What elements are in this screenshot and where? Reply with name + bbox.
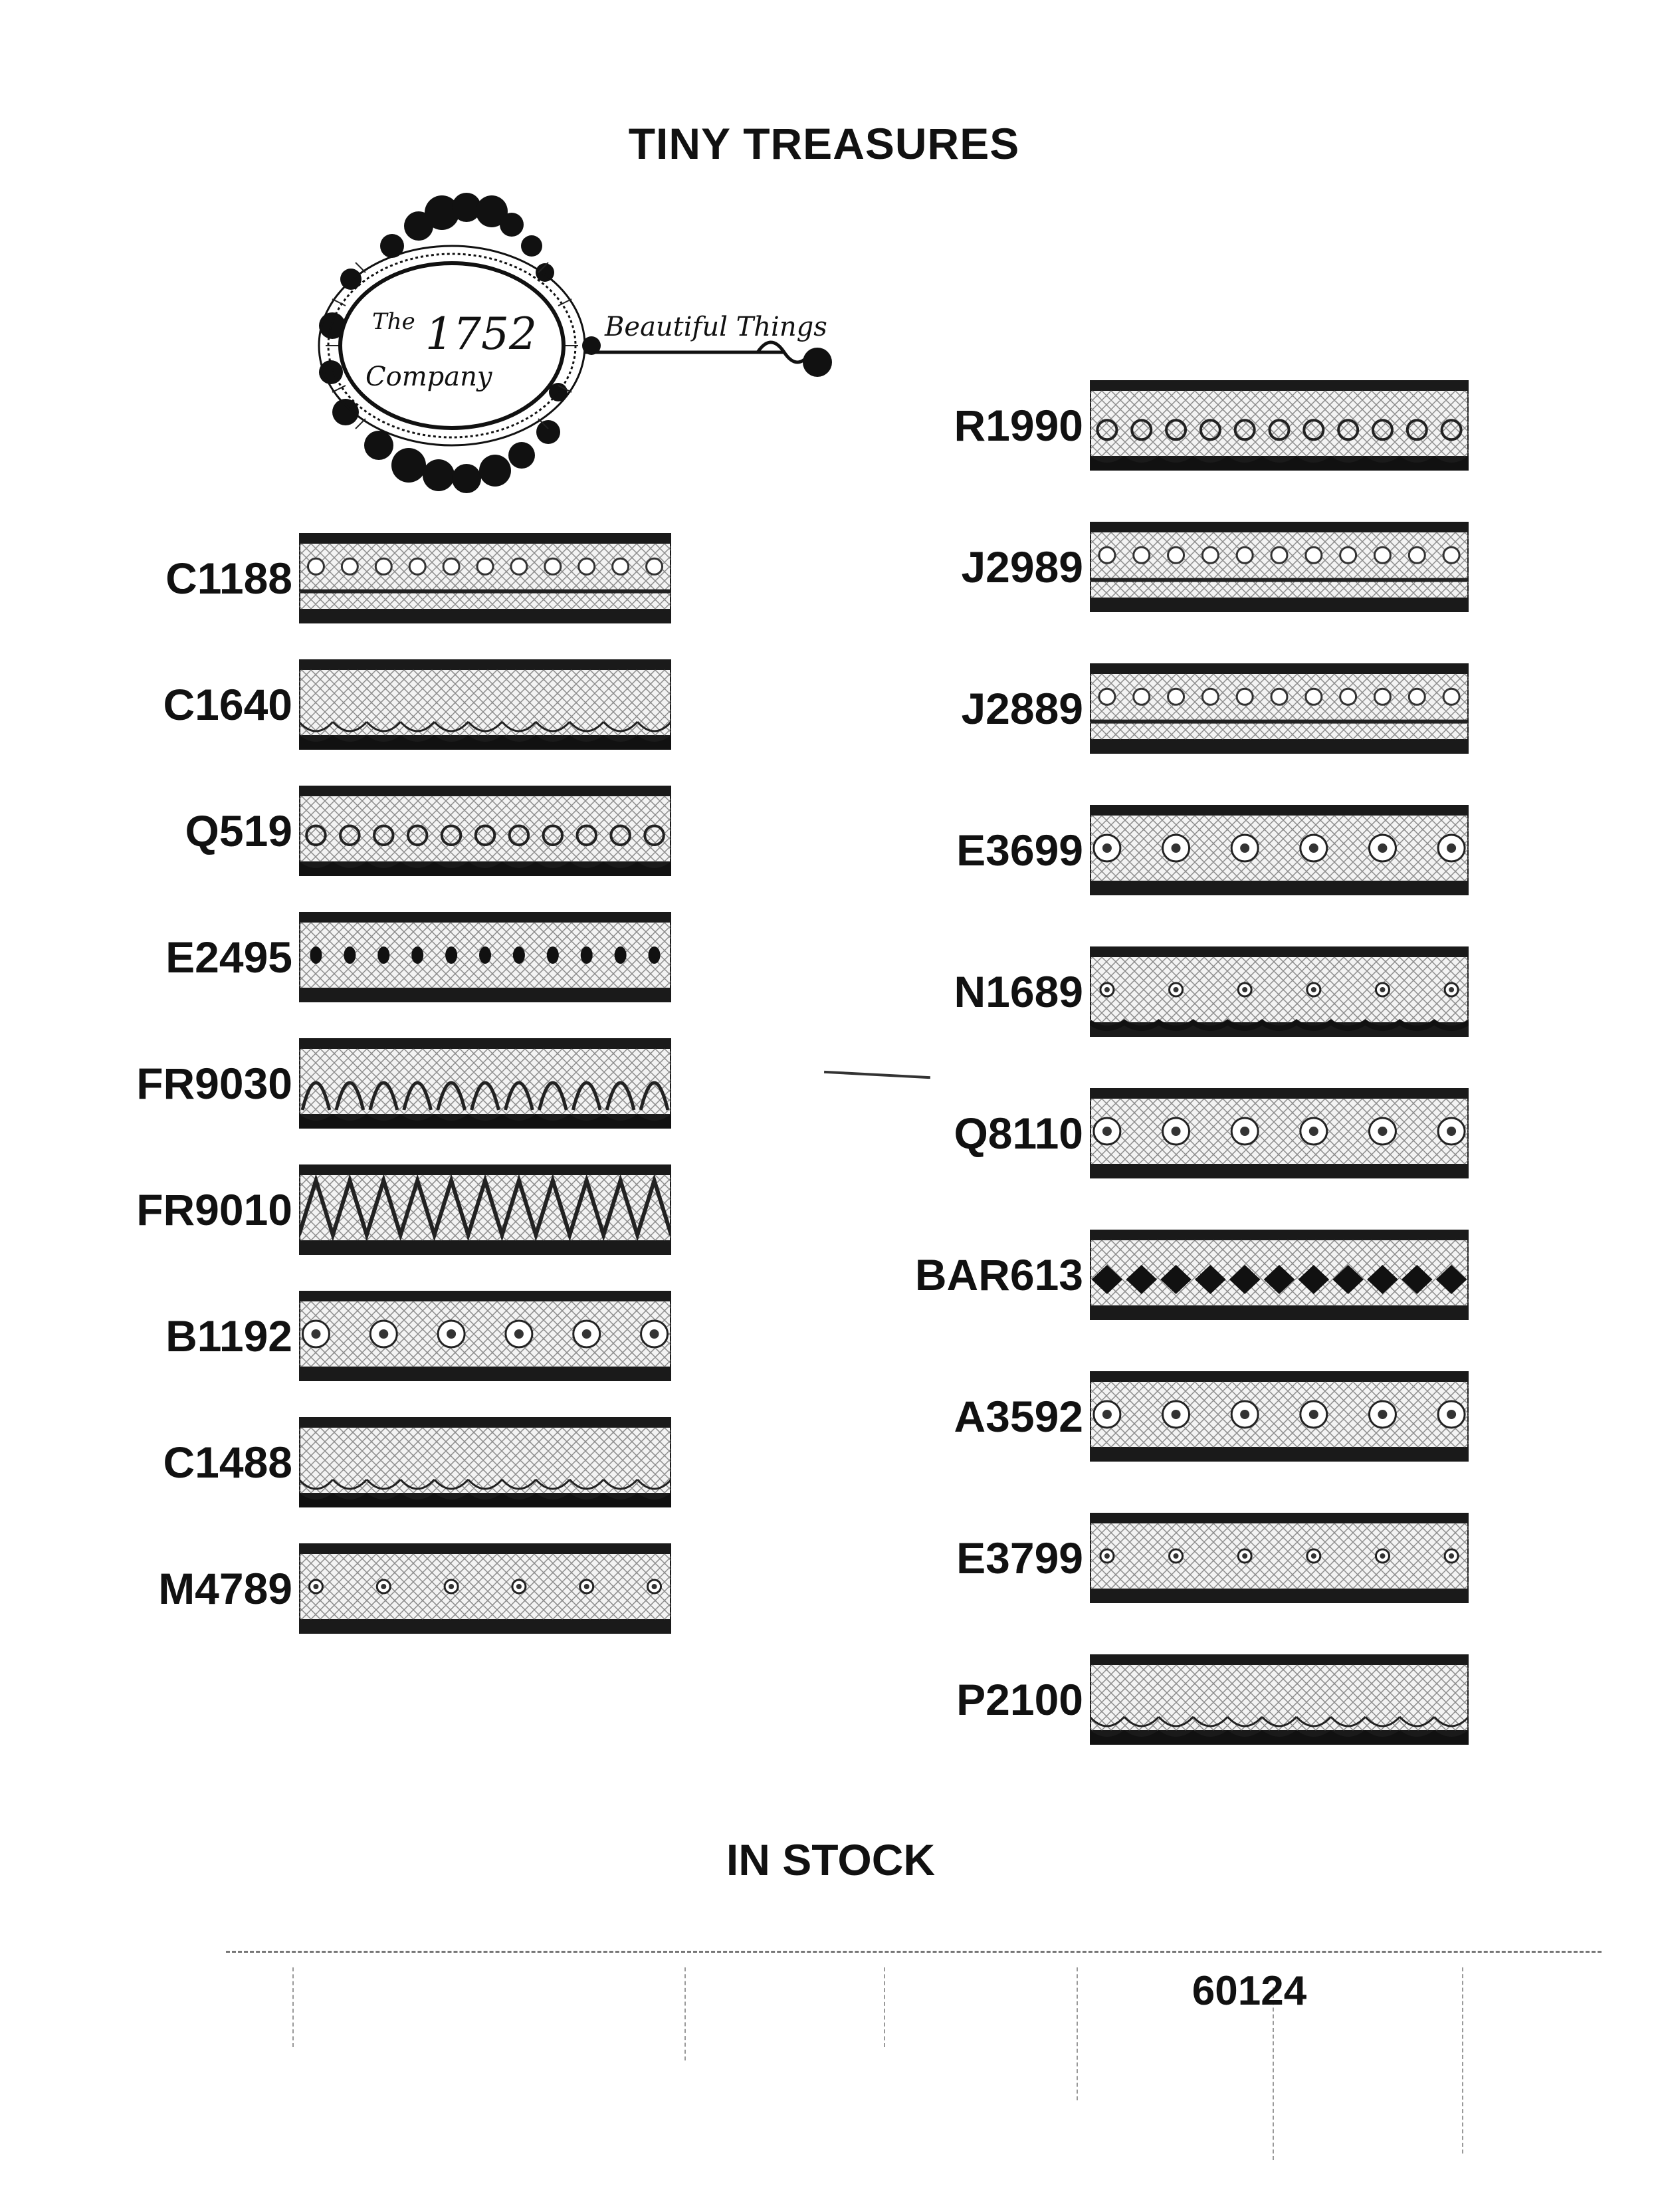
scan-artifact: [824, 1070, 930, 1079]
product-code: R1990: [954, 401, 1084, 450]
lace-swatch-row: FR9010: [100, 1157, 671, 1263]
lace-swatch-image: [299, 912, 671, 1002]
scan-divider: [226, 1951, 1602, 1953]
lace-swatch-image: [299, 1417, 671, 1507]
lace-swatch-image: [1090, 522, 1469, 612]
lace-swatch-image: [1090, 1513, 1469, 1603]
product-code: A3592: [954, 1392, 1084, 1441]
lace-swatch-image: [299, 1038, 671, 1129]
lace-swatch-row: B1192: [100, 1283, 671, 1389]
product-code: Q8110: [954, 1109, 1083, 1158]
lace-swatch-row: Q8110: [890, 1080, 1469, 1186]
lace-swatch-image: [1090, 380, 1469, 471]
lace-swatch-row: J2989: [890, 514, 1469, 620]
product-code: Q519: [185, 806, 292, 855]
product-code: BAR613: [914, 1250, 1083, 1299]
product-code: E2495: [165, 933, 292, 982]
product-code: B1192: [165, 1311, 292, 1361]
lace-swatch-image: [299, 659, 671, 750]
company-logo: The 1752 Company Beautiful Things: [292, 193, 851, 498]
lace-swatch-image: [299, 786, 671, 876]
product-code: P2100: [956, 1675, 1083, 1724]
lace-swatch-row: C1188: [100, 525, 671, 631]
product-code: FR9010: [136, 1185, 292, 1234]
scan-artifact: [684, 1967, 686, 2060]
page-title: TINY TREASURES: [628, 119, 1020, 168]
lace-swatch-image: [299, 1164, 671, 1255]
product-code: E3699: [956, 826, 1083, 875]
lace-swatch-row: Q519: [100, 778, 671, 884]
lace-swatch-image: [299, 1291, 671, 1381]
lace-swatch-row: N1689: [890, 939, 1469, 1045]
lace-swatch-image: [1090, 1371, 1469, 1462]
logo-company: Company: [365, 362, 493, 392]
lace-swatch-row: P2100: [890, 1646, 1469, 1753]
lace-swatch-row: M4789: [100, 1535, 671, 1642]
lace-swatch-image: [1090, 1088, 1469, 1178]
lace-swatch-row: FR9030: [100, 1030, 671, 1137]
lace-swatch-image: [1090, 946, 1469, 1037]
lace-swatch-row: E2495: [100, 904, 671, 1010]
scan-artifact: [884, 1967, 885, 2047]
stock-status-label: IN STOCK: [726, 1835, 936, 1884]
product-code: N1689: [954, 967, 1084, 1016]
logo-tagline: Beautiful Things: [604, 312, 827, 342]
lace-swatch-row: A3592: [890, 1363, 1469, 1470]
scan-artifact: [1462, 1967, 1463, 2154]
product-code: M4789: [158, 1564, 292, 1613]
lace-swatch-row: R1990: [890, 372, 1469, 479]
logo-the: The: [372, 308, 415, 335]
lace-swatch-row: C1640: [100, 651, 671, 758]
lace-swatch-image: [1090, 663, 1469, 754]
lace-swatch-row: C1488: [100, 1409, 671, 1515]
lace-swatch-image: [1090, 805, 1469, 895]
logo-year: 1752: [425, 308, 537, 360]
product-code: J2889: [961, 684, 1083, 733]
product-code: E3799: [956, 1533, 1083, 1583]
lace-swatch-row: J2889: [890, 655, 1469, 762]
product-code: FR9030: [136, 1059, 292, 1108]
document-number: 60124: [1192, 1968, 1307, 2014]
scan-artifact: [1273, 1987, 1274, 2160]
lace-swatch-image: [299, 1543, 671, 1634]
product-code: C1640: [163, 680, 293, 729]
product-code: J2989: [961, 542, 1083, 592]
scan-artifact: [292, 1967, 294, 2047]
product-code: C1488: [163, 1438, 293, 1487]
lace-swatch-image: [1090, 1230, 1469, 1320]
scan-artifact: [1077, 1967, 1078, 2100]
lace-swatch-image: [1090, 1654, 1469, 1745]
lace-swatch-row: BAR613: [890, 1222, 1469, 1328]
product-code: C1188: [165, 554, 292, 603]
lace-swatch-row: E3699: [890, 797, 1469, 903]
lace-swatch-row: E3799: [890, 1505, 1469, 1611]
lace-swatch-image: [299, 533, 671, 623]
